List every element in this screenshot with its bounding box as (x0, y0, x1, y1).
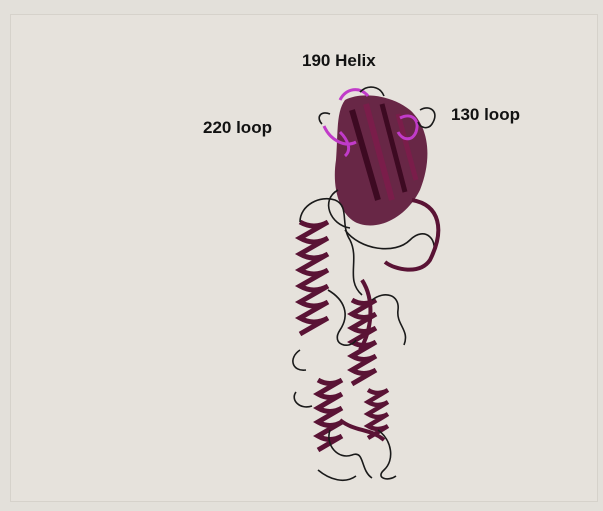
label-190-helix: 190 Helix (302, 51, 376, 71)
stalk-loop (372, 295, 406, 345)
long-helix-left (300, 222, 328, 334)
stalk-loop (294, 392, 312, 407)
stalk-loop (350, 240, 362, 295)
label-220-loop: 220 loop (203, 118, 272, 138)
lower-helix (318, 380, 342, 450)
stalk-loop (293, 350, 306, 370)
head-loop (345, 230, 434, 258)
stalk-loop (318, 470, 356, 480)
label-130-loop: 130 loop (451, 105, 520, 125)
loop-outline (319, 113, 330, 124)
stalk-loop (328, 290, 356, 345)
stalk-domain (293, 199, 406, 481)
head-domain (329, 95, 439, 269)
